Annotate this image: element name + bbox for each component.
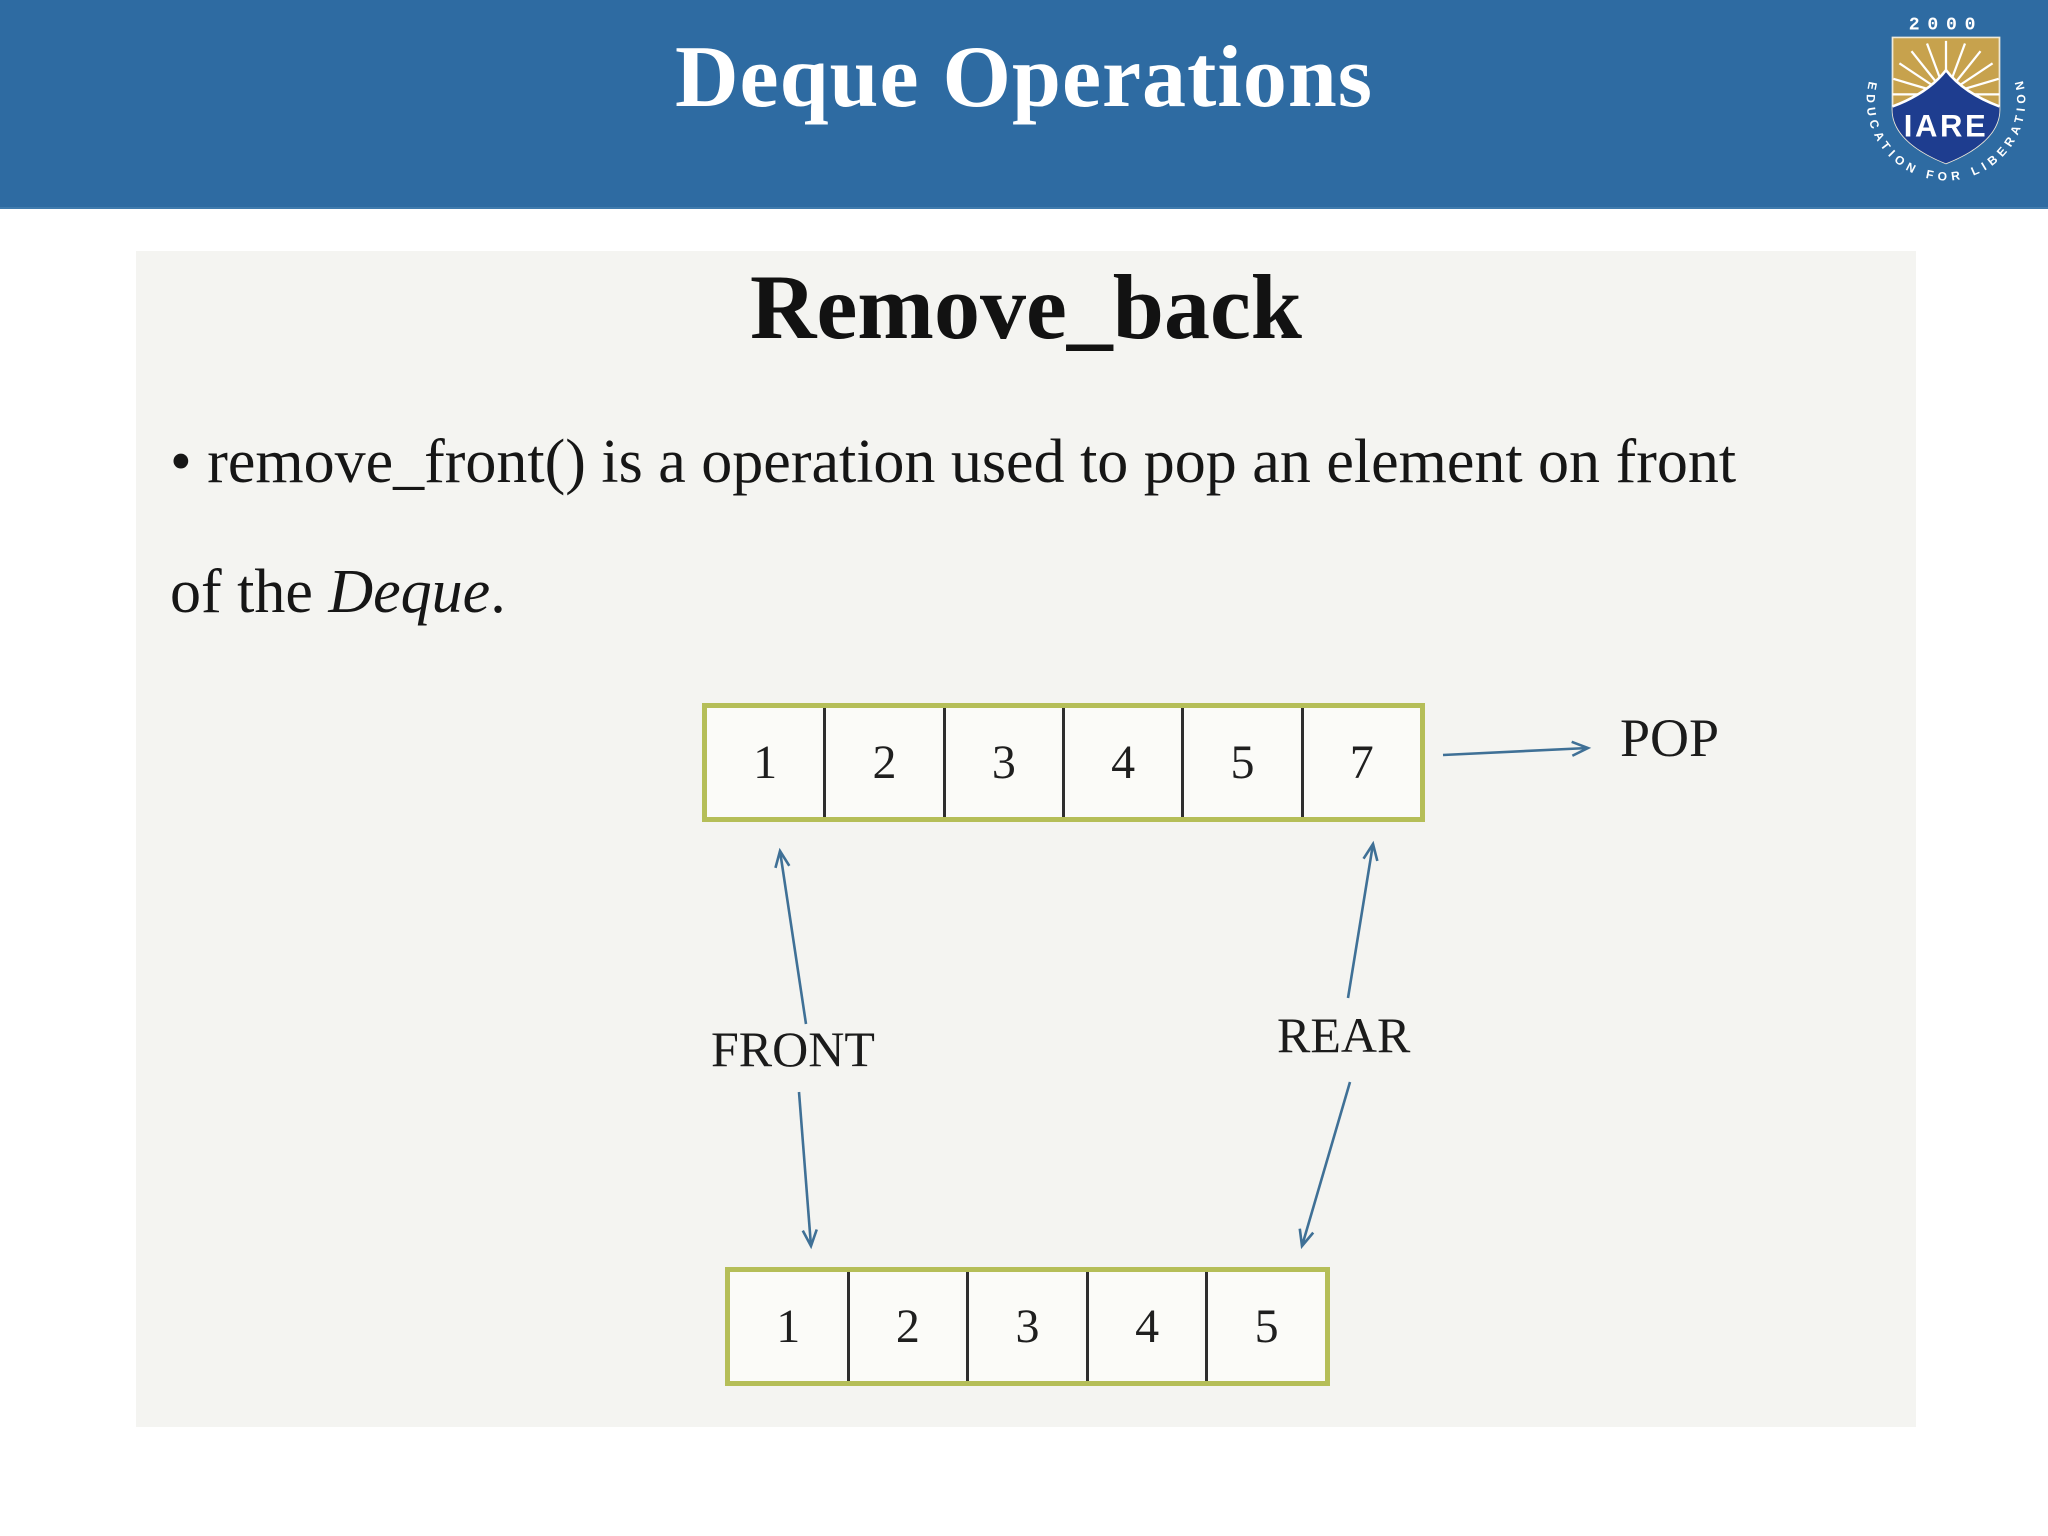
array-cell: 2	[823, 708, 942, 817]
front-down-arrow	[797, 1091, 818, 1250]
array-cell: 2	[846, 1272, 967, 1381]
rear-down-arrow	[1298, 1081, 1352, 1250]
slide-heading: Remove_back	[750, 256, 1302, 358]
array-cell: 3	[966, 1272, 1086, 1381]
logo-mountain	[1892, 70, 2000, 164]
array-cell: 7	[1300, 708, 1420, 817]
bullet-text: • remove_front() is a operation used to …	[170, 397, 1890, 657]
iare-logo-icon: 2000 IARE EDUCATION FOR LIBERATION	[1864, 16, 2027, 184]
bullet-line2-before: of the	[170, 558, 329, 627]
pop-label: POP	[1620, 708, 1720, 768]
pop-arrow	[1442, 740, 1592, 757]
bullet-line-1: • remove_front() is a operation used to …	[170, 428, 1737, 496]
mountain-ridge-line	[1892, 68, 2000, 108]
bullet-line2-after: .	[490, 558, 506, 627]
array-cell: 5	[1181, 708, 1300, 817]
front-label: FRONT	[711, 1021, 875, 1077]
array-cell: 1	[776, 1300, 801, 1353]
logo-year: 2000	[1909, 16, 1984, 36]
array-cell: 4	[1085, 1272, 1206, 1381]
array-cell: 1	[753, 736, 778, 789]
front-up-arrow	[774, 847, 808, 1025]
page-title: Deque Operations	[675, 29, 1373, 126]
slide-header: Deque Operations	[0, 0, 2048, 209]
iare-logo: 2000 IARE EDUCATION FOR LIBERATION	[1858, 2, 2034, 204]
bullet-line2-italic: Deque	[328, 558, 491, 627]
rear-label: REAR	[1277, 1007, 1411, 1063]
slide-body-panel: Remove_back • remove_front() is a operat…	[136, 251, 1916, 1427]
bullet-line-2: of the Deque.	[170, 527, 1890, 657]
array-cell: 3	[942, 708, 1062, 817]
array-cell: 4	[1061, 708, 1181, 817]
logo-acronym: IARE	[1904, 109, 1989, 144]
rear-up-arrow	[1346, 840, 1379, 999]
array-cell: 5	[1205, 1272, 1325, 1381]
